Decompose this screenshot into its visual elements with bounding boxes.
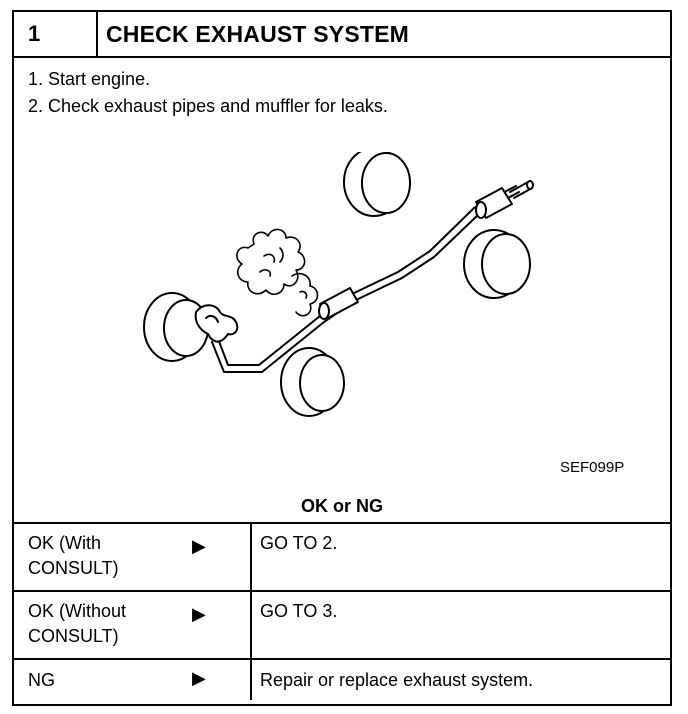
exhaust-leak-illustration: [143, 152, 534, 417]
muffler-center: [318, 287, 359, 320]
figure-code: SEF099P: [560, 459, 625, 476]
instruction-item: 2. Check exhaust pipes and muffler for l…: [28, 96, 388, 116]
result-label: OK or NG: [300, 496, 383, 516]
instruction-item: 1. Start engine.: [28, 69, 151, 89]
arrow-right-icon: ▶: [192, 668, 206, 688]
condition-cell: NG ▶: [14, 660, 252, 700]
result-table: OK (With CONSULT) ▶ GO TO 2. OK (Without…: [14, 522, 670, 700]
wheel-rear-left: [343, 152, 411, 217]
step-header: 1 CHECK EXHAUST SYSTEM: [14, 12, 670, 58]
condition-text: NG: [28, 670, 55, 690]
table-row: OK (With CONSULT) ▶ GO TO 2.: [14, 522, 670, 590]
arrow-right-icon: ▶: [192, 604, 206, 624]
condition-cell: OK (Without CONSULT) ▶: [14, 592, 252, 658]
condition-cell: OK (With CONSULT) ▶: [14, 524, 252, 590]
procedure-frame: 1 CHECK EXHAUST SYSTEM 1. Start engine. …: [12, 10, 672, 706]
exhaust-manifold: [194, 304, 239, 343]
table-row: OK (Without CONSULT) ▶ GO TO 3.: [14, 590, 670, 658]
smoke-cloud: [236, 228, 319, 317]
step-number: 1: [14, 12, 98, 56]
instruction-list: 1. Start engine. 2. Check exhaust pipes …: [28, 66, 388, 120]
wheel-front-right: [280, 347, 345, 417]
action-text: GO TO 2.: [260, 533, 338, 553]
muffler-rear: [475, 180, 534, 219]
table-row: NG ▶ Repair or replace exhaust system.: [14, 658, 670, 700]
condition-text: OK (With CONSULT): [28, 533, 119, 578]
condition-text: OK (Without CONSULT): [28, 601, 127, 646]
action-text: Repair or replace exhaust system.: [260, 670, 534, 690]
wheel-front-left: [143, 292, 209, 362]
step-title: CHECK EXHAUST SYSTEM: [106, 21, 410, 47]
wheel-rear-right: [463, 229, 531, 299]
arrow-right-icon: ▶: [192, 536, 206, 556]
action-text: GO TO 3.: [260, 601, 338, 621]
